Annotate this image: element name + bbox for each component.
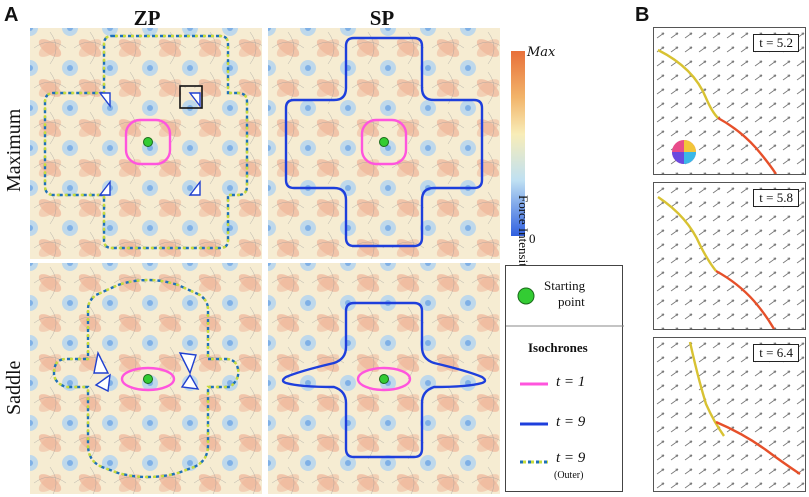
legend: Starting point Isochrones t = 1 t = 9 t … [505, 265, 624, 492]
legend-start-label-1: Starting [544, 278, 586, 293]
tile-maximum-sp-plot [268, 28, 500, 259]
frame-1-time-label: t = 5.2 [753, 34, 799, 52]
isochrone-cusp-markers [93, 350, 200, 393]
tile-saddle-sp-plot [268, 263, 500, 494]
tile-saddle-zp [30, 263, 262, 494]
tile-maximum-zp-plot [30, 28, 262, 259]
colorbar-gradient [511, 51, 525, 236]
panel-b-frame-2-plot [654, 183, 805, 329]
frame-3-time-label: t = 6.4 [753, 344, 799, 362]
isochrone-t1 [356, 366, 412, 392]
row-label-maximum: Maximum [3, 108, 25, 192]
trail-yellow [688, 341, 725, 437]
trail-yellow [657, 48, 719, 119]
legend-start-label-2: point [558, 294, 585, 309]
tile-maximum-sp [268, 28, 500, 259]
trail-red [715, 420, 801, 475]
zoom-box [179, 85, 203, 109]
column-heading-zp: ZP [133, 6, 161, 30]
tile-saddle-zp-plot [30, 263, 262, 494]
trail-red [715, 269, 776, 329]
row-label-saddle: Saddle [3, 360, 25, 415]
starting-point-marker [379, 374, 389, 384]
panel-b-frame-1: t = 5.2 [653, 27, 806, 175]
tile-maximum-zp [30, 28, 262, 259]
legend-graphics [506, 287, 624, 464]
legend-label-outer-sub: (Outer) [554, 470, 584, 481]
panel-a-letter: A [4, 4, 19, 26]
isochrone-cusp-markers [98, 92, 201, 196]
legend-label-t9-outer: t = 9 [556, 450, 586, 466]
panel-b-letter: B [635, 4, 650, 26]
isochrone-t9 [281, 301, 487, 459]
legend-label-t1: t = 1 [556, 374, 586, 390]
column-heading-sp: SP [369, 6, 395, 30]
panel-b-frame-1-plot [654, 28, 805, 174]
starting-point-marker [143, 137, 153, 147]
trail-yellow [657, 196, 717, 272]
panel-b-frame-2: t = 5.8 [653, 182, 806, 330]
isochrone-t1 [124, 118, 172, 166]
starting-point-marker [143, 374, 153, 384]
legend-isochrones-title: Isochrones [528, 340, 588, 355]
legend-start-point-icon [517, 287, 535, 305]
colorbar: Max Force Intensity 0 [505, 45, 615, 273]
tile-saddle-sp [268, 263, 500, 494]
legend-label-t9: t = 9 [556, 414, 586, 430]
panel-b-frame-3-plot [654, 338, 805, 491]
colorbar-min-label: 0 [529, 231, 536, 246]
trail-red [717, 116, 777, 174]
isochrone-t9 [284, 36, 484, 248]
frame-2-time-label: t = 5.8 [753, 189, 799, 207]
isochrone-t1 [360, 118, 408, 166]
starting-point-marker [379, 137, 389, 147]
colorbar-max-label: Max [527, 45, 556, 60]
isochrone-t1 [120, 366, 176, 392]
panel-b-frame-3: t = 6.4 [653, 337, 806, 492]
